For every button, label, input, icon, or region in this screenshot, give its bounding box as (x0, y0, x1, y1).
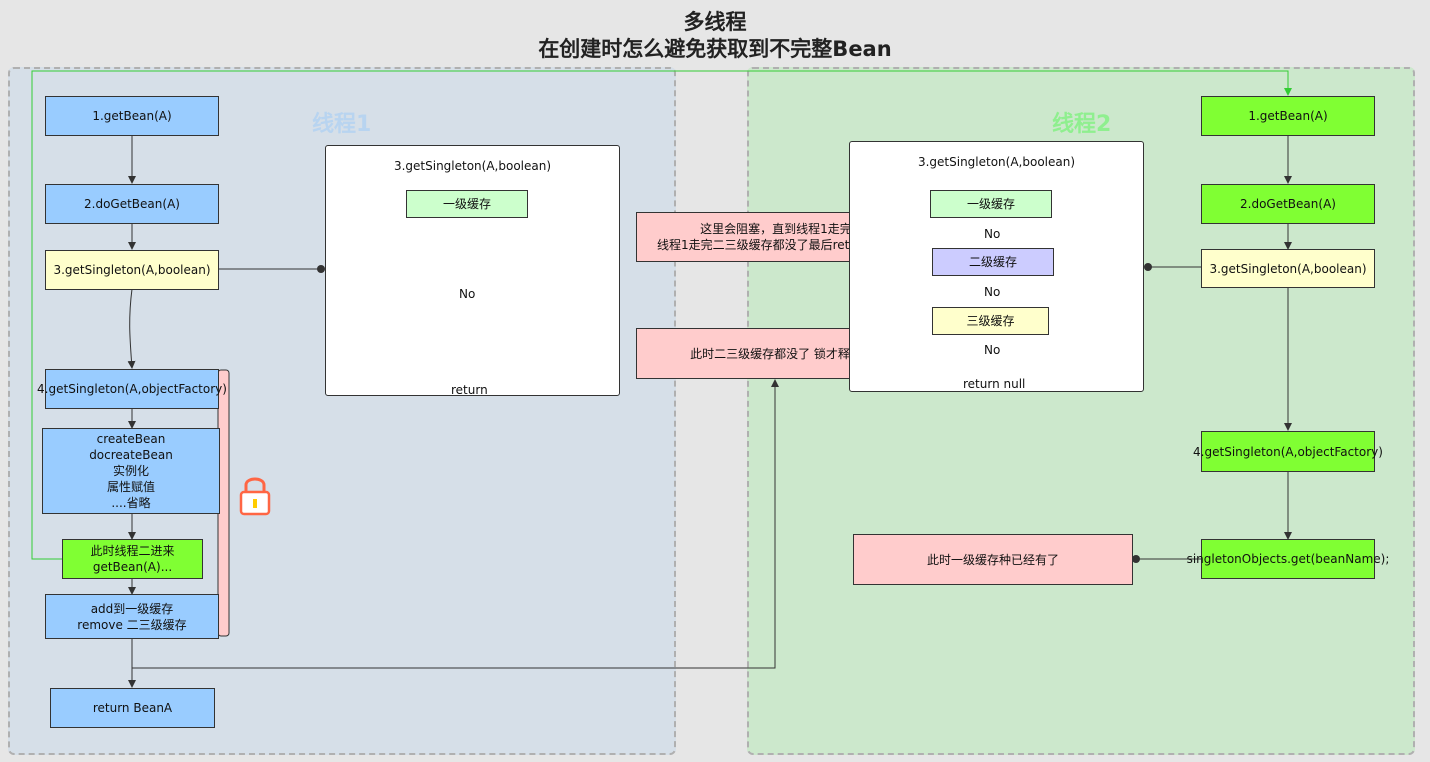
note-blocked-line-1: 线程1走完二三级缓存都没了最后return null (656, 238, 896, 252)
note-already-in-l1: 此时一级缓存种已经有了 (853, 534, 1133, 585)
t2-get-singleton-bool[interactable]: 3.getSingleton(A,boolean) (1201, 249, 1375, 288)
t2-get-bean[interactable]: 1.getBean(A) (1201, 96, 1375, 136)
t2-get-singleton-factory[interactable]: 4.getSingleton(A,objectFactory) (1193, 431, 1383, 472)
t1-create-line-0: createBean (96, 432, 166, 446)
lock-icon (239, 477, 271, 516)
panel2-return: return null (963, 377, 1026, 391)
t1-create-line-3: 属性赋值 (106, 480, 155, 494)
diagram-title: 多线程 (683, 10, 747, 34)
t1-create-line-2: 实例化 (112, 464, 149, 478)
t1-get-singleton-bool[interactable]: 3.getSingleton(A,boolean) (45, 250, 219, 290)
diagram-subtitle: 在创建时怎么避免获取到不完整Bean (538, 37, 892, 61)
t1-add-line-1: remove 二三级缓存 (77, 617, 187, 632)
panel1-no: No (459, 287, 476, 301)
panel2-no-3: No (984, 343, 1001, 357)
panel2-cache1[interactable]: 一级缓存 (930, 190, 1052, 218)
t2-do-get-bean[interactable]: 2.doGetBean(A) (1201, 184, 1375, 224)
t2-singleton-objects[interactable]: singletonObjects.get(beanName); (1187, 539, 1389, 579)
panel1-cache1[interactable]: 一级缓存 (406, 190, 528, 218)
t1-do-get-bean[interactable]: 2.doGetBean(A) (45, 184, 219, 224)
thread1-label: 线程1 (312, 112, 372, 137)
panel2-no-1: No (984, 227, 1001, 241)
green-loop (31, 70, 1292, 560)
t1-add-remove[interactable]: add到一级缓存 remove 二三级缓存 (45, 594, 219, 639)
panel1-title: 3.getSingleton(A,boolean) (393, 159, 552, 173)
panel2-cache2[interactable]: 二级缓存 (932, 248, 1054, 276)
t1-add-line-0: add到一级缓存 (90, 601, 174, 616)
t1-create-bean[interactable]: createBean docreateBean 实例化 属性赋值 ....省略 (42, 428, 220, 514)
t1-thread2-enters[interactable]: 此时线程二进来getBean(A)... (62, 539, 203, 579)
panel2-cache3[interactable]: 三级缓存 (932, 307, 1049, 335)
t1-return-bean[interactable]: return BeanA (50, 688, 215, 728)
t1-create-line-1: docreateBean (89, 448, 173, 462)
panel2-title: 3.getSingleton(A,boolean) (917, 155, 1076, 169)
t1-arrow-3-4 (127, 288, 136, 369)
panel1-return: return (451, 383, 488, 397)
panel2-no-2: No (984, 285, 1001, 299)
note-blocked-line-0: 这里会阻塞，直到线程1走完 (700, 222, 852, 236)
panel1: 3.getSingleton(A,boolean) (325, 145, 620, 396)
t1-create-line-4: ....省略 (111, 496, 151, 510)
return-to-note (132, 379, 779, 669)
t1-get-singleton-factory[interactable]: 4.getSingleton(A,objectFactory) (37, 369, 227, 409)
thread2-label: 线程2 (1052, 112, 1112, 137)
t1-get-bean[interactable]: 1.getBean(A) (45, 96, 219, 136)
